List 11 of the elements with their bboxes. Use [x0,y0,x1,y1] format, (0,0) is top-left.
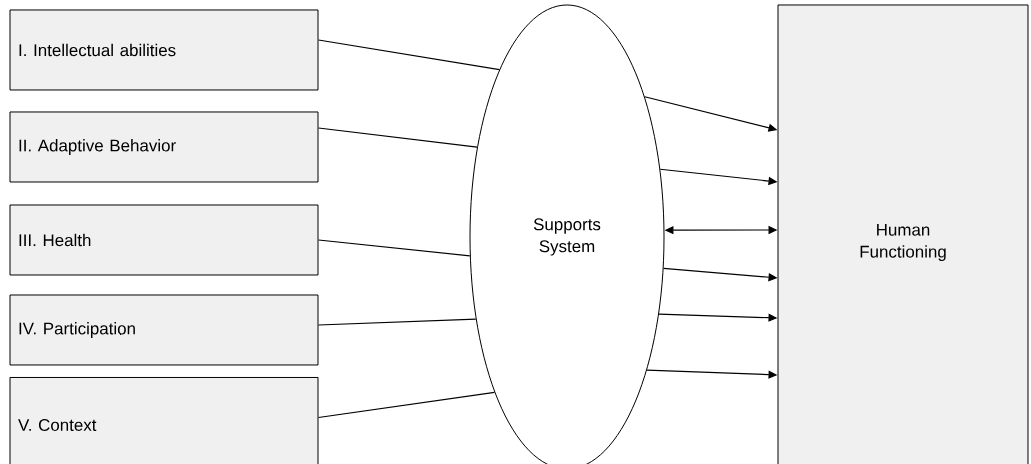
connector-line [317,39,500,71]
functioning-box: Human Functioning [777,4,1029,464]
dimension-box: II. Adaptive Behavior [9,111,319,183]
dimension-box: IV. Participation [9,294,319,366]
dimension-box: V. Context [9,377,319,464]
connector-line [317,127,478,148]
connector-line [317,391,496,419]
dimension-box: III. Health [9,204,319,276]
connector-line [317,318,477,326]
connector-line [317,239,471,257]
dimension-box: I. Intellectual abilities [9,9,319,91]
